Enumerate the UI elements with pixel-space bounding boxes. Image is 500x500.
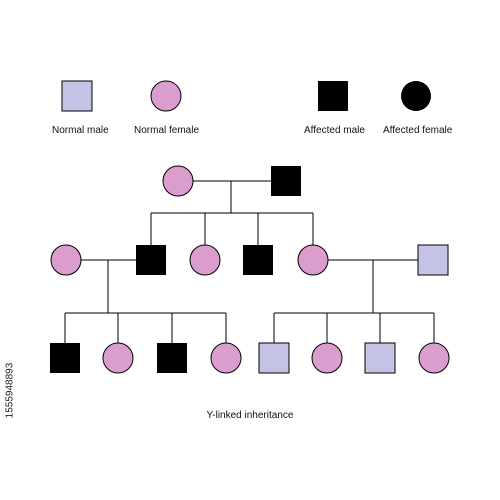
legend-normal-male-label: Normal male [52,125,109,136]
diagram-caption: Y-linked inheritance [206,410,294,421]
gen2-affected-male-1 [136,245,166,275]
gen3-normal-female-2 [210,342,242,374]
gen2-affected-male-2 [243,245,273,275]
gen2-normal-female-2 [297,244,329,276]
gen2-spouse-normal-male [417,244,449,276]
legend-affected-female-label: Affected female [383,125,453,136]
legend-affected-male-symbol [318,81,348,111]
legend-normal-female-symbol [150,80,182,112]
legend-affected-male-label: Affected male [304,125,365,136]
gen2-normal-female-1 [189,244,221,276]
legend-normal-male-symbol [61,80,93,112]
gen3-normal-female-3 [311,342,343,374]
pedigree-lines [64,180,435,343]
gen3-affected-male-2 [157,343,187,373]
gen3-normal-female-4 [418,342,450,374]
gen3-normal-female-1 [102,342,134,374]
gen1-affected-male [271,166,301,196]
gen2-spouse-normal-female [50,244,82,276]
legend-normal-female-label: Normal female [134,125,200,136]
gen3-affected-male-1 [50,343,80,373]
side-id-text: 1555948893 [4,362,16,419]
gen3-normal-male-2 [364,342,396,374]
gen1-normal-female [162,165,194,197]
gen3-normal-male-1 [258,342,290,374]
legend-affected-female-symbol [401,81,431,111]
